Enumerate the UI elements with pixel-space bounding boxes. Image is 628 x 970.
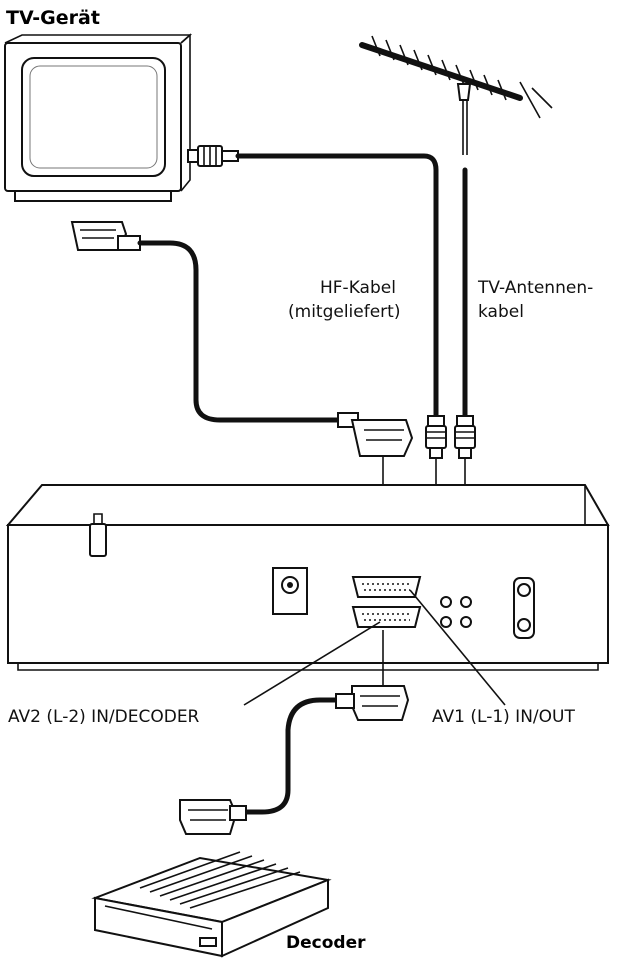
scart-plug-body — [350, 419, 414, 457]
decoder-scart-plug-lower — [179, 799, 247, 835]
tv-screen — [21, 57, 166, 177]
tv-rf-plug — [187, 145, 239, 167]
antenna-cable-label-line2: kabel — [478, 302, 524, 322]
antenna-boom — [359, 42, 523, 101]
tv-screen-inner — [29, 65, 158, 169]
power-cord — [89, 523, 107, 557]
antenna — [359, 35, 553, 155]
svideo-jack-box — [272, 567, 308, 615]
scart-cable-tv — [137, 240, 341, 423]
antenna-cable-label-line1: TV-Antennen- — [477, 278, 593, 298]
decoder-scart-plug-upper — [335, 685, 410, 721]
antenna-mast — [462, 100, 468, 155]
rf-cable — [235, 153, 439, 421]
vcr-scart-plug-upper — [337, 412, 414, 457]
av1-scart-socket — [351, 576, 422, 598]
tv-cabinet-side — [180, 33, 191, 192]
av2-label: AV2 (L-2) IN/DECODER — [8, 707, 200, 727]
audio-jack — [440, 616, 452, 628]
antenna-elements — [371, 35, 507, 101]
antenna-cable-plug — [454, 415, 476, 459]
av2-leader — [243, 621, 381, 706]
tv-set — [4, 33, 193, 202]
rf-cable-label-line1: HF-Kabel — [320, 278, 396, 298]
decoder-label: Decoder — [286, 933, 366, 953]
av2-scart-socket — [351, 606, 422, 628]
audio-jack — [440, 596, 452, 608]
decoder-vents — [139, 851, 301, 909]
audio-jack — [460, 596, 472, 608]
vcr-base — [17, 663, 599, 671]
tv-cabinet-top — [4, 34, 193, 44]
antenna-in-terminal — [517, 583, 531, 597]
vcr — [5, 484, 610, 671]
av1-label: AV1 (L-1) IN/OUT — [432, 707, 575, 727]
tv-scart-plug — [70, 221, 141, 251]
scart-cable-decoder — [232, 697, 348, 815]
scart-plug-tail — [117, 235, 141, 251]
av1-leader — [409, 589, 506, 706]
vcr-top — [5, 484, 610, 526]
decoder-box — [91, 851, 332, 958]
decoder-side — [221, 878, 329, 958]
tv-base — [14, 190, 172, 202]
rf-cable-plug — [425, 415, 447, 459]
rf-cable-label-line2: (mitgeliefert) — [288, 302, 400, 322]
tv-label: TV-Gerät — [6, 7, 100, 29]
rf-out-terminal — [517, 618, 531, 632]
audio-jack — [460, 616, 472, 628]
decoder-led — [199, 937, 217, 947]
